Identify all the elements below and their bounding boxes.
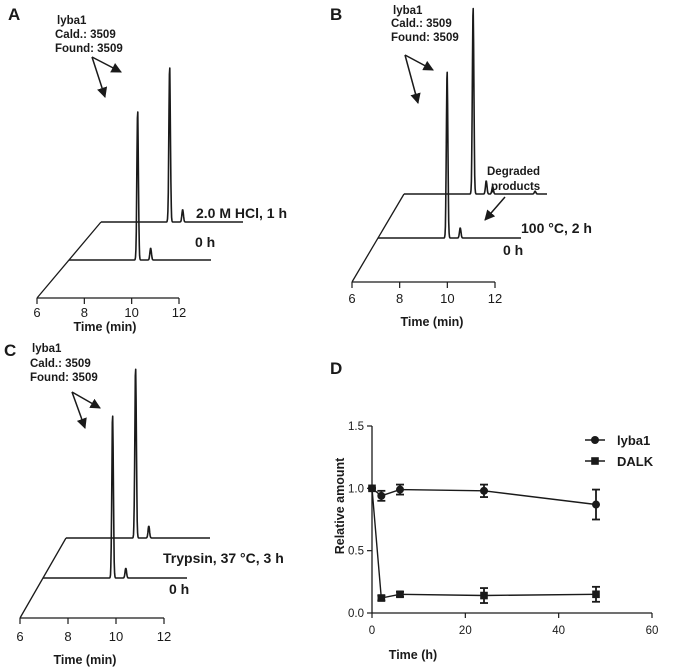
- x-tick-label-b-2: 10: [440, 291, 454, 306]
- point-dalk-2: [396, 590, 404, 599]
- x-tick-label-c-0: 6: [16, 629, 23, 644]
- found-mass-b: Found: 3509: [391, 32, 459, 44]
- annotation-degraded-b: Degraded: [487, 166, 540, 178]
- x-tick-label-b-3: 12: [488, 291, 502, 306]
- x-tick-label-d-2: 40: [552, 625, 565, 637]
- panel-letter-a: A: [8, 5, 20, 24]
- trace-label-front-a: 0 h: [195, 234, 215, 250]
- legend-label-dalk: DALK: [617, 454, 654, 469]
- series-line-dalk: [371, 488, 597, 599]
- arrow-back-c: [71, 391, 101, 409]
- point-lyba1-4: [592, 500, 600, 509]
- y-tick-label-d-1: 0.5: [348, 546, 364, 558]
- x-axis-title-a: Time (min): [74, 320, 137, 334]
- trace-label-back-b: 100 °C, 2 h: [521, 220, 592, 236]
- x-tick-label-c-1: 8: [64, 629, 71, 644]
- x-axis-title-d: Time (h): [389, 648, 437, 662]
- annotation-products-b: products: [491, 181, 540, 193]
- compound-label-c: lyba1: [32, 343, 62, 355]
- panel-a: A lyba1 Cald.: 3509 Found: 3509 2.0 M HC…: [8, 5, 287, 334]
- trace-label-front-b: 0 h: [503, 242, 523, 258]
- arrow-front-a: [91, 56, 108, 98]
- point-dalk-0: [368, 484, 376, 493]
- legend-label-lyba1: lyba1: [617, 433, 650, 448]
- trace-label-front-c: 0 h: [169, 581, 189, 597]
- trace-a-0: [68, 111, 212, 261]
- panel-letter-d: D: [330, 359, 342, 378]
- x-tick-label-a-3: 12: [172, 305, 186, 320]
- x-tick-label-c-2: 10: [109, 629, 123, 644]
- panel-letter-c: C: [4, 341, 16, 360]
- x-tick-label-b-1: 8: [396, 291, 403, 306]
- point-lyba1-2: [396, 485, 404, 494]
- panel-b: B lyba1 Cald.: 3509 Found: 3509 Degraded…: [330, 5, 592, 329]
- panel-letter-b: B: [330, 5, 342, 24]
- x-tick-label-d-3: 60: [646, 625, 659, 637]
- arrow-front-b: [404, 54, 421, 105]
- x-tick-label-b-0: 6: [348, 291, 355, 306]
- trace-label-back-c: Trypsin, 37 °C, 3 h: [163, 550, 284, 566]
- y-tick-label-d-0: 0.0: [348, 608, 364, 620]
- x-tick-label-c-3: 12: [157, 629, 171, 644]
- point-dalk-4: [592, 590, 600, 599]
- found-mass-a: Found: 3509: [55, 43, 123, 55]
- x-tick-label-d-1: 20: [459, 625, 472, 637]
- trace-b-0: [377, 71, 522, 239]
- x-tick-label-a-2: 10: [124, 305, 138, 320]
- point-dalk-1: [377, 594, 386, 602]
- x-tick-label-a-1: 8: [81, 305, 88, 320]
- trace-b-1: [403, 7, 548, 195]
- compound-label-a: lyba1: [57, 15, 87, 27]
- panel-d: D Relative amount Time (h) 0 20 40 60 0.0 0.5…: [330, 359, 658, 662]
- calculated-mass-a: Cald.: 3509: [55, 29, 116, 41]
- y-tick-label-d-3: 1.5: [348, 421, 364, 433]
- x-axis-title-b: Time (min): [401, 315, 464, 329]
- arrow-front-c: [71, 391, 87, 429]
- y-axis-title-d: Relative amount: [333, 457, 347, 554]
- panel-c: C lyba1 Cald.: 3509 Found: 3509 Trypsin,…: [4, 341, 284, 667]
- calculated-mass-c: Cald.: 3509: [30, 358, 91, 370]
- x-tick-label-d-0: 0: [369, 625, 375, 637]
- y-tick-label-d-2: 1.0: [348, 483, 364, 495]
- point-dalk-3: [480, 591, 488, 600]
- x-tick-label-a-0: 6: [33, 305, 40, 320]
- trace-a-1: [100, 67, 244, 223]
- arrow-back-b: [404, 54, 434, 71]
- trace-c-1: [65, 368, 211, 539]
- x-axis-title-c: Time (min): [54, 653, 117, 667]
- point-lyba1-1: [377, 491, 386, 500]
- calculated-mass-b: Cald.: 3509: [391, 18, 452, 30]
- trace-c-0: [42, 415, 188, 579]
- compound-label-b: lyba1: [393, 5, 423, 17]
- found-mass-c: Found: 3509: [30, 372, 98, 384]
- legend-marker-dalk: [591, 457, 599, 465]
- trace-label-back-a: 2.0 M HCl, 1 h: [196, 205, 287, 221]
- arrow-back-a: [91, 56, 122, 73]
- arrow-degraded-b: [484, 196, 506, 221]
- legend-marker-lyba1: [591, 436, 599, 444]
- point-lyba1-3: [480, 486, 488, 495]
